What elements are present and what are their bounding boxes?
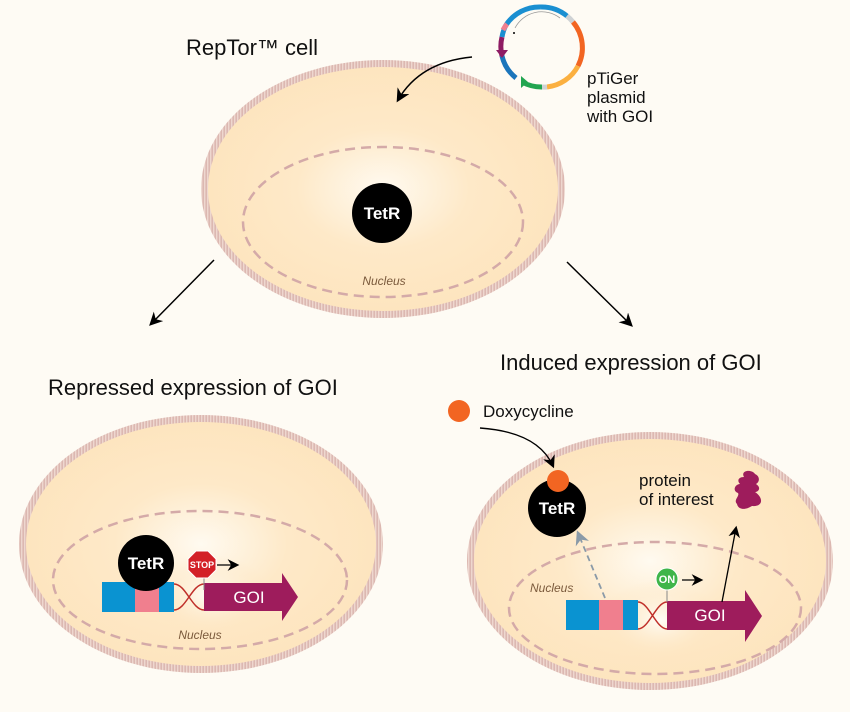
- tetr-protein: [352, 183, 412, 243]
- operator-segment: [566, 600, 599, 630]
- nucleus-outline: [241, 145, 525, 299]
- arrow-to-repressed: [149, 259, 215, 326]
- nucleus-outline: [51, 509, 349, 651]
- operator-segment: [159, 582, 174, 612]
- goi-label: GOI: [694, 606, 725, 625]
- nucleus-label: Nucleus: [530, 581, 573, 595]
- arrow-to-induced: [566, 261, 633, 327]
- tetr-label: TetR: [128, 554, 165, 573]
- repressed-cell: GOI TetR STOP Nucleus: [19, 415, 383, 673]
- on-label: ON: [659, 574, 676, 586]
- bound-doxycycline: [547, 470, 569, 492]
- reptor-cell: TetR Nucleus: [201, 60, 565, 318]
- tetr-protein: [118, 535, 174, 591]
- dna-helix: [637, 601, 668, 630]
- goi-gene-arrow: [667, 590, 762, 642]
- stop-sign-icon: [187, 550, 217, 579]
- goi-gene-arrow: [204, 573, 298, 621]
- tetr-release-arrow: [575, 530, 606, 599]
- doxycycline-molecule: [448, 400, 470, 422]
- goi-label: GOI: [233, 588, 264, 607]
- dna-helix: [173, 583, 205, 611]
- operator-segment: [102, 582, 135, 612]
- operator-segment: [623, 600, 638, 630]
- stop-label: STOP: [190, 560, 214, 570]
- operator-segment: [599, 600, 623, 630]
- translation-arrow: [721, 525, 741, 603]
- plasmid-label: pTiGer plasmid with GOI: [586, 69, 653, 126]
- doxycycline-label: Doxycycline: [483, 402, 574, 421]
- tetr-label: TetR: [364, 204, 401, 223]
- nucleus-label: Nucleus: [362, 274, 405, 288]
- induced-title: Induced expression of GOI: [500, 350, 762, 375]
- nucleus-label: Nucleus: [178, 628, 221, 642]
- ptiger-plasmid: [496, 4, 585, 90]
- tetr-label: TetR: [539, 499, 576, 518]
- repressed-title: Repressed expression of GOI: [48, 375, 338, 400]
- induced-cell: GOI ON TetR Nucleus: [467, 432, 833, 690]
- doxycycline-entry-arrow: [479, 427, 555, 469]
- nucleus-outline: [507, 540, 803, 676]
- transfection-arrow: [396, 56, 473, 103]
- protein-label: protein of interest: [639, 471, 714, 509]
- reptor-cell-title: RepTor™ cell: [186, 35, 318, 60]
- protein-of-interest: [734, 470, 762, 509]
- on-switch-icon: [655, 567, 679, 591]
- tetr-protein: [528, 479, 586, 537]
